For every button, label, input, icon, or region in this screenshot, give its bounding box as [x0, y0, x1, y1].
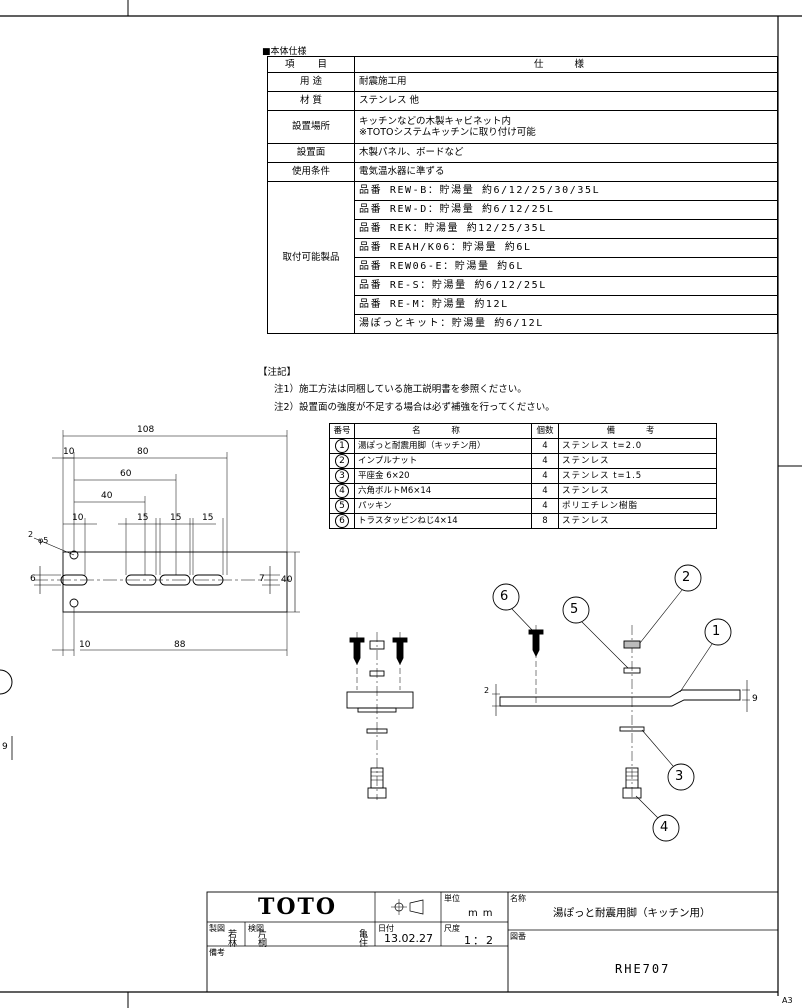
note-1: 注1）施工方法は同梱している施工説明書を参照ください。: [274, 384, 527, 395]
spec-heading: ■本体仕様: [262, 47, 307, 57]
callout-2: 2: [682, 570, 691, 585]
callout-3: 3: [675, 769, 684, 784]
checked-by-name: 片 桐: [258, 930, 268, 949]
title-block-frame: [206, 891, 779, 993]
bracket-plan-view: [33, 430, 300, 656]
remarks-label: 備考: [209, 948, 225, 957]
spec-row: 材 質 ステンレス 他: [267, 91, 778, 111]
drawing-number: RHE707: [615, 962, 671, 976]
dim-2: 2: [28, 530, 34, 539]
brand-logo: TOTO: [258, 894, 338, 920]
checked-label: 検図: [248, 924, 264, 933]
spec-col-spec: 仕 様: [354, 56, 778, 73]
sheet-size: A3: [782, 996, 793, 1005]
dim-10-bottom: 10: [79, 640, 91, 650]
parts-table: 番号 名 称 個数 備 考 1 湯ぽっと耐震用脚（キッチン用） 4 ステンレス …: [329, 423, 717, 529]
dim-40: 40: [101, 491, 113, 501]
product-row: 取付可能製品 品番 REW-B：貯湯量 約6/12/25/30/35L: [267, 181, 778, 334]
dim-2-side: 2: [484, 686, 490, 695]
dim-7: 7: [259, 574, 265, 584]
drawing-name: 湯ぽっと耐震用脚（キッチン用）: [553, 907, 711, 919]
name-label: 名称: [510, 894, 526, 903]
parts-row: 4 六角ボルトM6×14 4 ステンレス: [329, 483, 717, 499]
products-label: 取付可能製品: [267, 181, 355, 334]
drawing-no-label: 図番: [510, 932, 526, 941]
callout-6: 6: [500, 589, 509, 604]
callout-4: 4: [660, 820, 669, 835]
spec-col-item: 項 目: [267, 56, 355, 73]
callout-5: 5: [570, 602, 579, 617]
callout-1: 1: [712, 624, 721, 639]
exploded-view-left: [346, 632, 414, 800]
dim-10-left: 10: [63, 447, 75, 457]
dim-80: 80: [137, 447, 149, 457]
notes-heading: 【注記】: [258, 367, 297, 378]
note-2: 注2）設置面の強度が不足する場合は必ず補強を行ってください。: [274, 402, 555, 413]
parts-row: 1 湯ぽっと耐震用脚（キッチン用） 4 ステンレス t=2.0: [329, 438, 717, 454]
parts-col-no: 番号: [329, 423, 355, 439]
dim-10-hole: 10: [72, 513, 84, 523]
dim-9-side: 9: [752, 694, 758, 704]
unit-label: 単位: [444, 894, 460, 903]
spec-row: 設置場所 キッチンなどの木製キャビネット内 ※TOTOシステムキッチンに取り付け…: [267, 110, 778, 144]
dim-15-c: 15: [202, 513, 214, 523]
dim-108: 108: [137, 425, 155, 435]
dim-phi5: φ5: [38, 536, 49, 545]
parts-col-note: 備 考: [558, 423, 717, 439]
date-value: 13.02.27: [384, 932, 433, 945]
product-row: 湯ぽっとキット：貯湯量 約6/12L: [268, 314, 778, 334]
drawn-by-name: 若 林: [228, 930, 238, 949]
spec-table: 項 目 仕 様 用 途 耐震施工用 材 質 ステンレス 他 設置場所 キッチンな…: [267, 56, 778, 334]
dim-6: 6: [30, 574, 36, 584]
parts-row: 5 パッキン 4 ポリエチレン樹脂: [329, 498, 717, 514]
scale-label: 尺度: [444, 924, 460, 933]
spec-row: 使用条件 電気温水器に準ずる: [267, 162, 778, 182]
dim-9-left: 9: [2, 742, 8, 752]
approved-by-name: 亀 住: [359, 930, 369, 949]
dim-40-vertical: 40: [281, 575, 293, 585]
unit-value: mm: [468, 908, 498, 919]
dim-15-b: 15: [170, 513, 182, 523]
dim-15-a: 15: [137, 513, 149, 523]
dim-88: 88: [174, 640, 186, 650]
drawn-label: 製図: [209, 924, 225, 933]
parts-row: 2 インプルナット 4 ステンレス: [329, 453, 717, 469]
spec-row: 用 途 耐震施工用: [267, 72, 778, 92]
parts-col-name: 名 称: [354, 423, 532, 439]
parts-col-qty: 個数: [531, 423, 559, 439]
parts-row: 6 トラスタッピンねじ4×14 8 ステンレス: [329, 513, 717, 529]
scale-value: 1：2: [464, 934, 495, 947]
parts-row: 3 平座金 6×20 4 ステンレス t=1.5: [329, 468, 717, 484]
spec-row: 設置面 木製パネル、ボードなど: [267, 143, 778, 163]
date-label: 日付: [378, 924, 394, 933]
exploded-view-right: [492, 564, 750, 842]
dim-60: 60: [120, 469, 132, 479]
